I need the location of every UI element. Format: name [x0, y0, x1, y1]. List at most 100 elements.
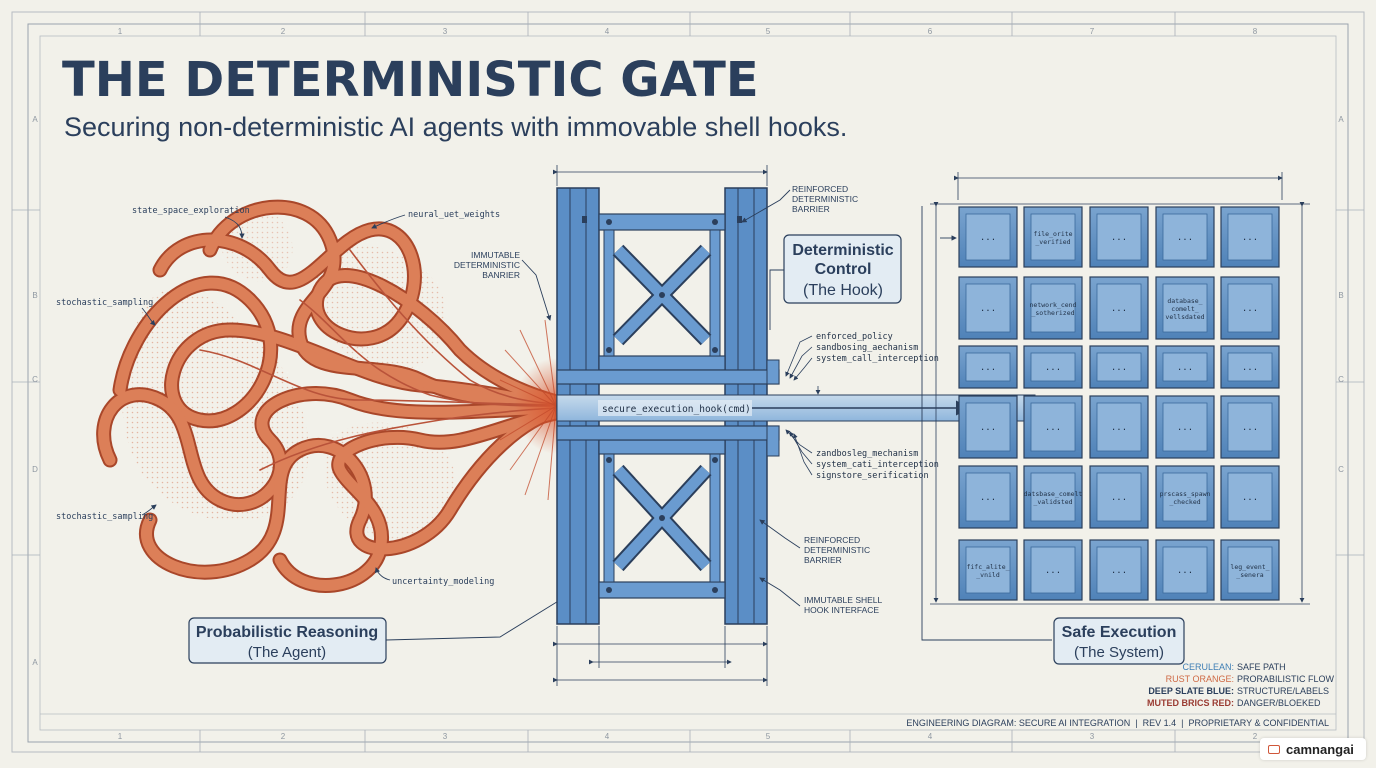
row-marker-right: A	[1338, 115, 1344, 124]
grid-cell: ...	[958, 395, 1018, 459]
bottom-right-label-3: BARRIER	[804, 555, 842, 565]
col-marker-top: 3	[443, 27, 448, 36]
safe-path-beam: secure_execution_hook(cmd)	[556, 394, 1036, 422]
grid-cell: ...	[1089, 539, 1149, 601]
agent-tangle	[96, 199, 598, 593]
grid-cell: ...	[1220, 276, 1280, 340]
control-title-2: Control	[815, 261, 872, 278]
grid-cell: ...	[1220, 395, 1280, 459]
grid-cell-label: network_cend	[1030, 301, 1077, 309]
bottom-right-label-1: REINFORCED	[804, 535, 860, 545]
page-subtitle: Securing non-deterministic AI agents wit…	[64, 112, 847, 142]
grid-cell: ...	[1023, 345, 1083, 389]
legend: CERULEAN: SAFE PATH RUST ORANGE: PRORABI…	[1147, 662, 1335, 708]
grid-cell: fifc_alite__vnild	[958, 539, 1018, 601]
agent-box-title: Probabilistic Reasoning	[196, 624, 378, 641]
agent-box: Probabilistic Reasoning (The Agent)	[188, 599, 561, 664]
agent-box-subtitle: (The Agent)	[248, 644, 326, 661]
row-marker-left: B	[32, 291, 37, 300]
col-marker-bottom: 2	[281, 732, 286, 741]
col-marker-top: 4	[605, 27, 610, 36]
grid-cell: ...	[1155, 395, 1215, 459]
col-marker-bottom: 4	[605, 732, 610, 741]
grid-cell-label: vellsdated	[1165, 313, 1204, 321]
grid-cell: ...	[1155, 539, 1215, 601]
label-stochastic-2: stochastic_sampling	[56, 512, 153, 522]
grid-cell-label: ...	[1242, 423, 1258, 433]
grid-cell-label: _validsted	[1033, 498, 1072, 506]
row-marker-right: C	[1338, 375, 1344, 384]
system-box-title: Safe Execution	[1062, 624, 1177, 641]
grid-cell-label: ...	[1177, 423, 1193, 433]
grid-cell: ...	[1155, 206, 1215, 268]
col-marker-bottom: 2	[1253, 732, 1258, 741]
col-marker-top: 1	[118, 27, 123, 36]
label-state-space: state_space_exploration	[132, 206, 250, 216]
row-marker-left: D	[32, 465, 38, 474]
grid-cell-label: ...	[1111, 423, 1127, 433]
grid-cell: ...	[958, 206, 1018, 268]
col-marker-bottom: 1	[118, 732, 123, 741]
grid-cell-label: prscass_spawn	[1160, 490, 1211, 498]
grid-cell-label: ...	[980, 423, 996, 433]
top-right-label-1: REINFORCED	[792, 184, 848, 194]
grid-cell-label: ...	[1242, 493, 1258, 503]
grid-cell: ...	[1023, 395, 1083, 459]
grid-cell: ...	[1220, 465, 1280, 529]
footer-text: ENGINEERING DIAGRAM: SECURE AI INTEGRATI…	[906, 718, 1329, 728]
grid-cell-label: file_orite	[1033, 230, 1072, 238]
top-left-label-2: DETERMINISTIC	[454, 260, 520, 270]
control-title-1: Deterministic	[792, 242, 893, 259]
grid-cell: network_cend_sotherized	[1023, 276, 1083, 340]
grid-cell-label: ...	[1045, 363, 1061, 373]
legend-desc-4: DANGER/BLOEKED	[1237, 698, 1321, 708]
grid-cell: ...	[1155, 345, 1215, 389]
grid-cell-label: ...	[1045, 566, 1061, 576]
legend-key-2: RUST ORANGE:	[1166, 674, 1234, 684]
col-marker-bottom: 5	[766, 732, 771, 741]
grid-cell: file_orite_verified	[1023, 206, 1083, 268]
grid-cell-label: ...	[1111, 363, 1127, 373]
grid-cell-label: _senera	[1236, 571, 1263, 579]
grid-cell: ...	[1089, 395, 1149, 459]
lower-tag-2: system_cati_interception	[816, 460, 939, 470]
grid-cell: leg_event__senera	[1220, 539, 1280, 601]
grid-cell-label: _checked	[1169, 498, 1200, 506]
control-subtitle: (The Hook)	[803, 282, 883, 299]
top-right-label-2: DETERMINISTIC	[792, 194, 858, 204]
col-marker-bottom: 3	[443, 732, 448, 741]
grid-cell: ...	[1089, 206, 1149, 268]
system-box: Safe Execution (The System)	[1053, 617, 1185, 665]
hook-tags: enforced_policy sandbosing_aechanism sys…	[816, 332, 939, 481]
upper-tag-1: enforced_policy	[816, 332, 893, 342]
grid-cell-label: ...	[980, 233, 996, 243]
grid-cell-label: _verified	[1035, 238, 1070, 246]
lower-tag-1: zandbosleg_mechanism	[816, 449, 918, 459]
brand-badge[interactable]: camnangai	[1260, 738, 1366, 760]
col-marker-top: 6	[928, 27, 933, 36]
grid-cell: datsbase_comelt_validsted	[1023, 465, 1083, 529]
gate-structure	[553, 165, 780, 686]
top-right-label-3: BARRIER	[792, 204, 830, 214]
bottom-right-label-2: DETERMINISTIC	[804, 545, 870, 555]
brand-name: camnangai	[1286, 741, 1354, 757]
grid-cell-label: ...	[980, 493, 996, 503]
grid-cell: ...	[958, 465, 1018, 529]
upper-tag-2: sandbosing_aechanism	[816, 343, 918, 353]
grid-cell-label: ...	[980, 363, 996, 373]
grid-cell: ...	[1220, 206, 1280, 268]
gate-labels: REINFORCED DETERMINISTIC BARRIER IMMUTAB…	[454, 184, 883, 615]
grid-cell-label: ...	[1111, 566, 1127, 576]
grid-cell: ...	[958, 276, 1018, 340]
grid-cell-label: ...	[1177, 363, 1193, 373]
top-left-label-1: IMMUTABLE	[471, 250, 520, 260]
grid-cell-label: _sotherized	[1031, 309, 1074, 317]
legend-desc-3: STRUCTURE/LABELS	[1237, 686, 1329, 696]
grid-cell-label: ...	[1242, 304, 1258, 314]
row-marker-left: C	[32, 375, 38, 384]
grid-cell-label: ...	[980, 304, 996, 314]
hook-call-label: secure_execution_hook(cmd)	[602, 404, 751, 415]
